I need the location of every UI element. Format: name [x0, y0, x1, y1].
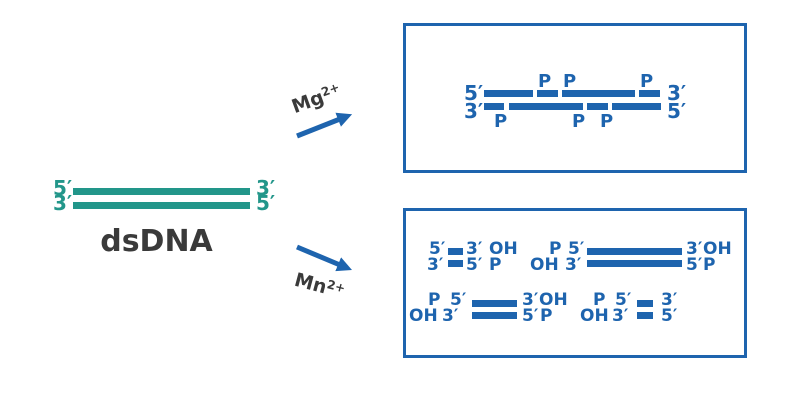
substrate-bottom-strand-bar [73, 202, 250, 209]
mg-bottom-nick-phosphate-2: P [572, 111, 586, 132]
duplex2-bottom-bar [587, 260, 682, 267]
mg-top-fragment-4 [639, 90, 660, 97]
mg-bottom-fragment-2 [509, 103, 583, 110]
mg-bottom-fragment-1 [484, 103, 504, 110]
substrate-top-strand-bar [73, 188, 250, 195]
mg-bottom-nick-phosphate-1: P [494, 111, 508, 132]
duplex2-top-left-mod: P [549, 239, 562, 259]
duplex1-top-bar [448, 248, 463, 255]
duplex1-top-right-label: 3′ [466, 239, 483, 259]
duplex4-bottom-bar [637, 312, 653, 319]
substrate-top-left-end-label: 5′ [53, 176, 73, 200]
duplex4-top-left-mod: P [593, 290, 606, 310]
duplex1-top-left-label: 5′ [429, 239, 446, 259]
duplex3-top-right-label: 3′ [522, 290, 539, 310]
mg-top-nick-phosphate-1: P [538, 71, 552, 92]
duplex2-bottom-left-label: 3′ [565, 255, 582, 275]
duplex3-bottom-left-mod: OH [409, 306, 438, 326]
duplex3-bottom-right-mod: P [540, 306, 553, 326]
duplex3-top-right-mod: OH [539, 290, 568, 310]
duplex4-top-bar [637, 300, 653, 307]
duplex1-top-right-mod: OH [489, 239, 518, 259]
mg-products-box [403, 23, 747, 173]
substrate-top-right-end-label: 3′ [256, 176, 276, 200]
duplex1-bottom-bar [448, 260, 463, 267]
mg-arrow [296, 112, 353, 139]
duplex3-bottom-left-label: 3′ [442, 306, 459, 326]
substrate-bottom-left-end-label: 3′ [53, 191, 73, 215]
mg-top-fragment-3 [562, 90, 635, 97]
mg-bottom-fragment-4 [612, 103, 661, 110]
mg-top-nick-phosphate-3: P [640, 71, 654, 92]
duplex3-top-bar [472, 300, 517, 307]
duplex1-bottom-right-label: 5′ [466, 255, 483, 275]
mg-top-nick-phosphate-2: P [563, 71, 577, 92]
mg-top-left-end-label: 5′ [464, 81, 484, 105]
mg-bottom-left-end-label: 3′ [464, 99, 484, 123]
mg-top-fragment-1 [484, 90, 533, 97]
mg-ion-label: Mg2+ [289, 79, 344, 118]
mn-ion-symbol: Mn [292, 268, 330, 299]
duplex2-top-bar [587, 248, 682, 255]
duplex2-top-right-label: 3′ [686, 239, 703, 259]
mg-top-right-end-label: 3′ [667, 81, 687, 105]
duplex3-top-left-mod: P [428, 290, 441, 310]
duplex1-bottom-left-label: 3′ [427, 255, 444, 275]
duplex4-bottom-left-mod: OH [580, 306, 609, 326]
duplex4-bottom-left-label: 3′ [612, 306, 629, 326]
duplex2-bottom-right-label: 5′ [686, 255, 703, 275]
substrate-title: dsDNA [100, 224, 213, 259]
duplex3-bottom-right-label: 5′ [522, 306, 539, 326]
duplex2-top-left-label: 5′ [568, 239, 585, 259]
mg-bottom-nick-phosphate-3: P [600, 111, 614, 132]
mn-arrow [296, 244, 352, 272]
duplex4-top-left-label: 5′ [615, 290, 632, 310]
mg-ion-charge: 2+ [319, 79, 342, 100]
mg-top-fragment-2 [537, 90, 558, 97]
duplex2-top-right-mod: OH [703, 239, 732, 259]
duplex3-top-left-label: 5′ [450, 290, 467, 310]
mn-ion-charge: 2+ [325, 277, 347, 296]
mg-bottom-right-end-label: 5′ [667, 99, 687, 123]
duplex1-bottom-right-mod: P [489, 255, 502, 275]
duplex2-bottom-left-mod: OH [530, 255, 559, 275]
duplex4-bottom-right-label: 5′ [661, 306, 678, 326]
duplex4-top-right-label: 3′ [661, 290, 678, 310]
duplex3-bottom-bar [472, 312, 517, 319]
substrate-bottom-right-end-label: 5′ [256, 191, 276, 215]
duplex2-bottom-right-mod: P [703, 255, 716, 275]
mg-bottom-fragment-3 [587, 103, 608, 110]
mn-products-box [403, 208, 747, 358]
mn-ion-label: Mn2+ [292, 268, 347, 302]
